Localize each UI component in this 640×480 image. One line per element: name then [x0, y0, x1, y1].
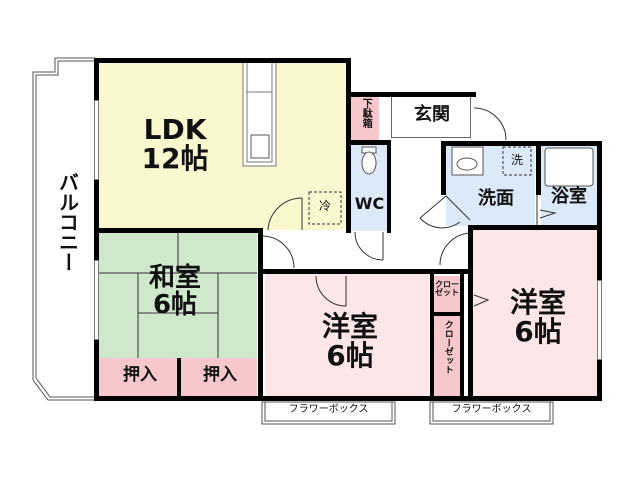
window: [597, 280, 602, 360]
oshiire-1: [97, 358, 177, 396]
wall: [258, 228, 263, 400]
genkan-label: 玄関: [414, 104, 450, 125]
ldk-size: 12帖: [141, 142, 209, 176]
balcony-label: バルコニー: [55, 172, 80, 272]
getabako: [351, 96, 379, 140]
wall: [94, 228, 262, 233]
oshiire-2-label: 押入: [203, 365, 237, 385]
wall: [430, 312, 464, 316]
wall: [346, 140, 391, 145]
wall: [460, 269, 464, 401]
washitsu-size: 6帖: [152, 290, 198, 321]
ldk-name: LDK: [143, 113, 207, 146]
yoshitsu-1-size: 6帖: [326, 339, 374, 373]
yokushitsu-label: 浴室: [551, 186, 587, 207]
ldk-label: LDK 12帖: [130, 115, 220, 174]
yoshitsu-1-label: 洋室 6帖: [305, 312, 395, 371]
yoshitsu-2-name: 洋室: [509, 286, 566, 319]
getabako-label: 下駄箱: [360, 98, 372, 128]
window: [94, 260, 99, 340]
closet-small-label: クロー ゼット: [435, 280, 459, 298]
wall: [470, 225, 601, 230]
wall: [468, 225, 473, 401]
oshiire-1-label: 押入: [123, 365, 157, 385]
wall: [387, 140, 391, 233]
yoshitsu-1-room: [265, 274, 430, 398]
yoshitsu-2-size: 6帖: [514, 315, 562, 349]
flower-box-2-label: フラワーボックス: [451, 404, 532, 415]
wall: [441, 141, 446, 195]
washer-icon: 洗: [510, 153, 523, 167]
closet-tall: [434, 316, 460, 398]
wall: [536, 141, 541, 195]
closet-small: [434, 276, 460, 312]
washitsu-name: 和室: [148, 263, 201, 293]
wall: [430, 269, 434, 401]
ldk-room: [97, 62, 347, 230]
washitsu-room: [97, 232, 257, 358]
wall: [346, 92, 476, 97]
closet-tall-label: クローゼット: [442, 320, 453, 374]
wall: [94, 396, 597, 401]
wall: [94, 58, 350, 63]
wall: [346, 58, 351, 96]
flower-box-1-label: フラワーボックス: [288, 404, 369, 415]
wall: [346, 96, 351, 233]
yoshitsu-1-name: 洋室: [321, 310, 378, 343]
yoshitsu-2-label: 洋室 6帖: [493, 288, 583, 347]
wc-label: WC: [354, 194, 385, 213]
washitsu-label: 和室 6帖: [135, 263, 215, 321]
wall: [177, 358, 181, 398]
wall: [441, 141, 601, 146]
wall: [258, 269, 470, 274]
oshiire-2: [181, 358, 257, 396]
yoshitsu-2-room: [472, 230, 597, 398]
fridge-icon: 冷: [318, 199, 331, 213]
senmen-label: 洗面: [478, 188, 514, 209]
wall: [597, 141, 602, 401]
window: [94, 100, 99, 180]
